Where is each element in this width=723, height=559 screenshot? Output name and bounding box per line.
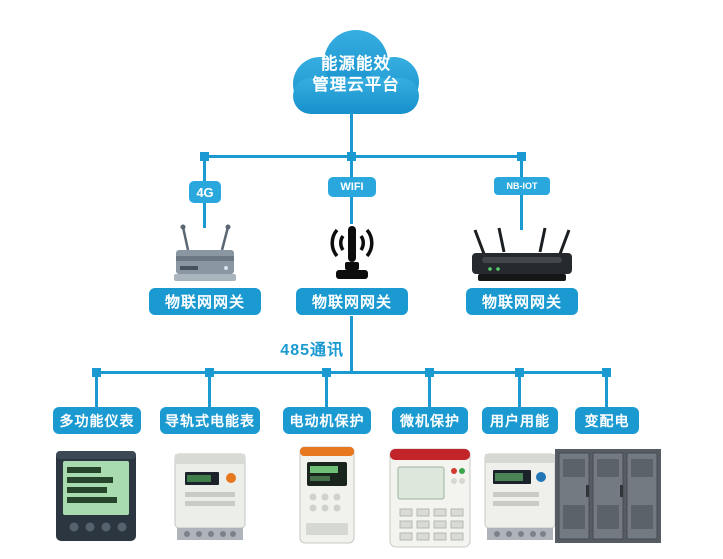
junction-node [425,368,434,377]
router-nbiot-image [472,227,572,281]
multifunction-meter-image [56,451,136,541]
badge-4g: 4G [189,181,221,203]
connector-line [518,373,521,408]
badge-nbiot: NB-IOT [494,177,550,195]
device-label-motor-protection: 电动机保护 [283,407,371,434]
user-energy-meter-image [484,453,556,540]
connector-line [520,155,523,178]
connector-line [605,373,608,408]
device-label-microcomputer-protection: 微机保护 [392,407,468,434]
connector-gateway-to-bus [350,316,353,374]
junction-node [322,368,331,377]
connector-line [203,155,206,182]
cloud-label: 能源能效 管理云平台 [280,54,432,96]
gateway-label-3: 物联网网关 [466,288,578,315]
cloud-label-line1: 能源能效 [321,55,391,73]
device-label-din-rail-meter: 导轨式电能表 [160,407,260,434]
lower-bus-line [95,371,608,374]
connector-line [325,373,328,408]
gateway-label-2: 物联网网关 [296,288,408,315]
power-distribution-cabinet-image [555,449,661,543]
connector-line [208,373,211,408]
microcomputer-protection-image [389,448,471,548]
router-4g-image [174,224,236,281]
connector-line [95,373,98,408]
junction-node [92,368,101,377]
connector-cloud-to-bus [350,112,353,157]
connector-line [203,203,206,228]
badge-wifi: WIFI [328,177,376,197]
wifi-antenna-icon [330,226,374,279]
motor-protection-image [299,446,355,544]
upper-bus-line [203,155,523,158]
connector-line [428,373,431,408]
device-label-power-distribution: 变配电 [575,407,639,434]
cloud-shape [293,30,419,114]
connector-line [350,155,353,178]
device-label-multifunction-meter: 多功能仪表 [53,407,141,434]
cloud-label-line2: 管理云平台 [312,76,400,94]
din-rail-meter-image [174,453,246,540]
junction-node [515,368,524,377]
gateway-label-1: 物联网网关 [149,288,261,315]
bus-485-label: 485通讯 [280,342,344,359]
connector-line [520,195,523,230]
junction-node [602,368,611,377]
connector-line [350,197,353,224]
junction-node [205,368,214,377]
device-label-user-energy: 用户用能 [482,407,558,434]
